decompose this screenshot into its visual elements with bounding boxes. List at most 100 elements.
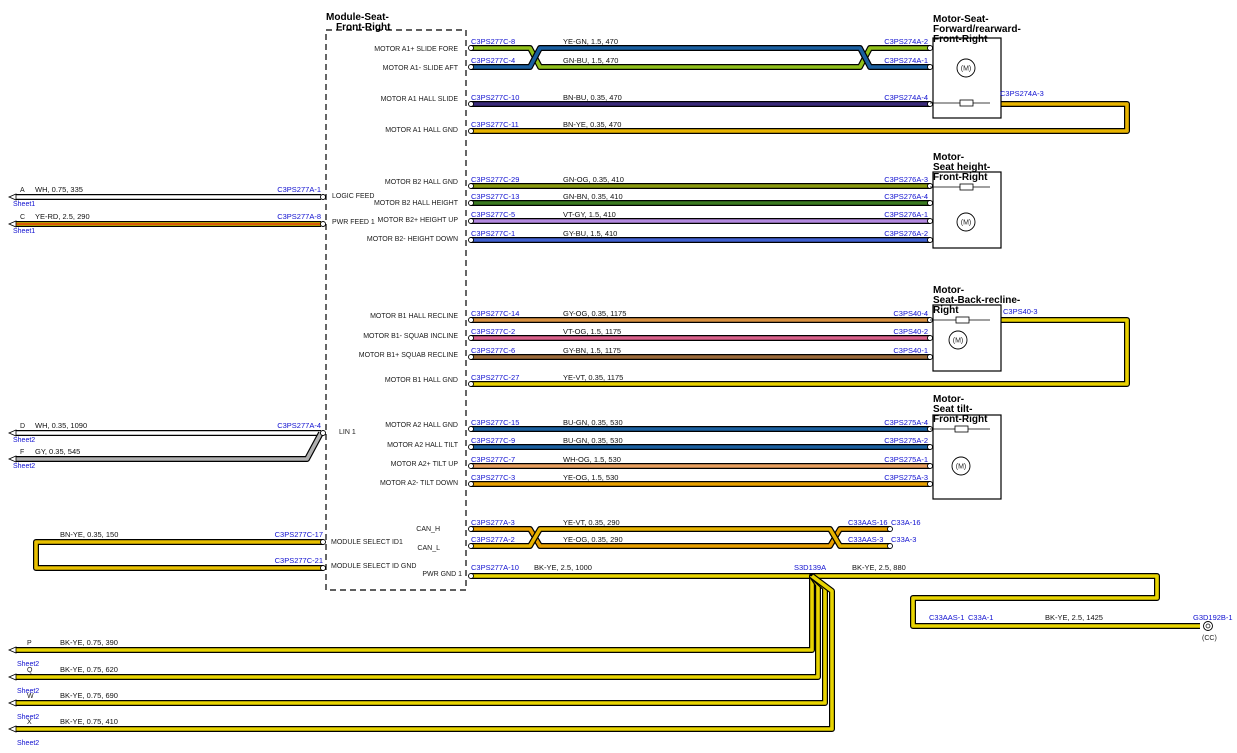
wire-label-9: GY-OG, 0.35, 1175 (563, 309, 626, 318)
module-pin-label-18: CAN_L (417, 545, 440, 552)
motor-terminal-2 (927, 64, 933, 70)
module-terminal-7 (468, 218, 474, 224)
hall-sensor-3 (955, 316, 970, 324)
motor-connector-14: C3PS275A-2 (884, 436, 928, 445)
motor-terminal-7 (927, 218, 933, 224)
ground-label: BK-YE, 2.5, 1000 (534, 563, 592, 572)
motor-4-symbol-label: (M) (956, 464, 967, 471)
module-connector-6: C3PS277C-13 (471, 192, 519, 201)
can-connector-r-2: C33AAS-3 (848, 535, 883, 544)
module-connector-5: C3PS277C-29 (471, 175, 519, 184)
hall-sensor-2 (959, 183, 974, 191)
bottom-wire-2 (16, 575, 820, 679)
module-terminal-10 (468, 335, 474, 341)
module-connector-11: C3PS277C-6 (471, 346, 515, 355)
module-terminal-9 (468, 317, 474, 323)
left-pin-label-1: LOGIC FEED (332, 193, 374, 200)
bottom-sheet-1: Sheet2 (17, 661, 39, 668)
module-connector-9: C3PS277C-14 (471, 309, 519, 318)
can-connector-1: C3PS277A-3 (471, 518, 515, 527)
left-label-2: YE-RD, 2.5, 290 (35, 212, 90, 221)
module-pin-label-4: MOTOR A1 HALL GND (385, 127, 458, 134)
bottom-wire-1-outline (16, 576, 815, 653)
motor-connector-8: C3PS276A-2 (884, 229, 928, 238)
module-title-2: Front-Right (336, 22, 391, 33)
left-terminal-2 (320, 221, 326, 227)
bottom-sheet-4: Sheet2 (17, 740, 39, 747)
wire-label-16: YE-OG, 1.5, 530 (563, 473, 618, 482)
module-pin-label-2: MOTOR A1- SLIDE AFT (383, 65, 459, 72)
module-pin-label-12: MOTOR B1 HALL GND (385, 377, 458, 384)
motor-1-symbol (956, 58, 976, 78)
module-pin-label-6: MOTOR B2 HALL HEIGHT (374, 200, 459, 207)
bottom-sheet-2: Sheet2 (17, 688, 39, 695)
motor-connector-11: C3PS40-1 (893, 346, 928, 355)
bottom-letter-1: P (27, 640, 32, 647)
wire-label-13: BU-GN, 0.35, 530 (563, 418, 623, 427)
bottom-label-4: BK-YE, 0.75, 410 (60, 717, 118, 726)
ground-branch-connector-2: C33A-1 (968, 613, 993, 622)
module-connector-10: C3PS277C-2 (471, 327, 515, 336)
module-connector-2: C3PS277C-4 (471, 56, 515, 65)
left-letter-2: C (20, 214, 25, 221)
motor-3-symbol (948, 330, 968, 350)
left-arrow-3 (7, 429, 17, 437)
wire-label-5: GN-OG, 0.35, 410 (563, 175, 624, 184)
bottom-arrow-1 (7, 646, 17, 654)
left-pin-label-2: PWR FEED 1 (332, 219, 375, 226)
can-label-2: YE-OG, 0.35, 290 (563, 535, 623, 544)
motor-3-title-3: Right (933, 305, 959, 316)
left-sheet-3: Sheet2 (13, 437, 35, 444)
left-sheet-1: Sheet1 (13, 201, 35, 208)
motor-connector-1: C3PS274A-2 (884, 37, 928, 46)
module-pin-label-17: CAN_H (416, 526, 440, 533)
left-letter-1: A (20, 187, 25, 194)
hall-sensor-4 (954, 425, 969, 433)
motor-1-title-3: Front-Right (933, 34, 988, 45)
motor-terminal-10 (927, 335, 933, 341)
wire-12 (471, 318, 1129, 386)
boxes-layer: Module-Seat- Front-Right Motor-Seat-Forw… (325, 12, 1021, 591)
module-connector-3: C3PS277C-10 (471, 93, 519, 102)
module-terminal-14 (468, 444, 474, 450)
motor-connector-2: C3PS274A-1 (884, 56, 928, 65)
wire-label-2: GN-BU, 1.5, 470 (563, 56, 618, 65)
motor-3-symbol-label: (M) (953, 338, 964, 345)
motor-terminal-15 (927, 463, 933, 469)
wires-layer (7, 45, 1213, 733)
bottom-wire-3-outline (16, 573, 828, 706)
left-sheet-4: Sheet2 (13, 463, 35, 470)
module-terminal-4 (468, 128, 474, 134)
wire-label-3: BN-BU, 0.35, 470 (563, 93, 622, 102)
can-terminal-l-2 (468, 543, 474, 549)
motor-connector-15: C3PS275A-1 (884, 455, 928, 464)
module-select-terminal-2 (320, 565, 326, 571)
wire-label-4: BN-YE, 0.35, 470 (563, 120, 621, 129)
left-arrow-4 (7, 455, 17, 463)
motor-terminal-14 (927, 444, 933, 450)
motor-connector-16: C3PS275A-3 (884, 473, 928, 482)
module-connector-13: C3PS277C-15 (471, 418, 519, 427)
module-connector-14: C3PS277C-9 (471, 436, 515, 445)
bottom-letter-3: W (27, 693, 34, 700)
wire-label-14: BU-GN, 0.35, 530 (563, 436, 623, 445)
module-title-1: Module-Seat- (326, 12, 389, 23)
module-pin-label-1: MOTOR A1+ SLIDE FORE (374, 46, 458, 53)
left-arrow-1 (7, 193, 17, 201)
module-connector-1: C3PS277C-8 (471, 37, 515, 46)
module-select-wire (34, 540, 323, 570)
module-terminal-16 (468, 481, 474, 487)
module-connector-4: C3PS277C-11 (471, 120, 519, 129)
ground-end-symbol-inner (1205, 623, 1211, 629)
motor-1-title-2: Forward/rearward- (933, 24, 1021, 35)
motor-terminal-8 (927, 237, 933, 243)
wire-label-12: YE-VT, 0.35, 1175 (563, 373, 623, 382)
motor-connector-10: C3PS40-2 (893, 327, 928, 336)
motor-terminal-6 (927, 200, 933, 206)
module-pin-label-3: MOTOR A1 HALL SLIDE (381, 96, 459, 103)
bottom-wire-2-outline (16, 574, 821, 680)
can-connector-r-1: C33AAS-16 (848, 518, 888, 527)
module-pin-label-10: MOTOR B1- SQUAB INCLINE (363, 333, 458, 340)
left-terminal-1 (320, 194, 326, 200)
wire-4 (471, 102, 1129, 133)
